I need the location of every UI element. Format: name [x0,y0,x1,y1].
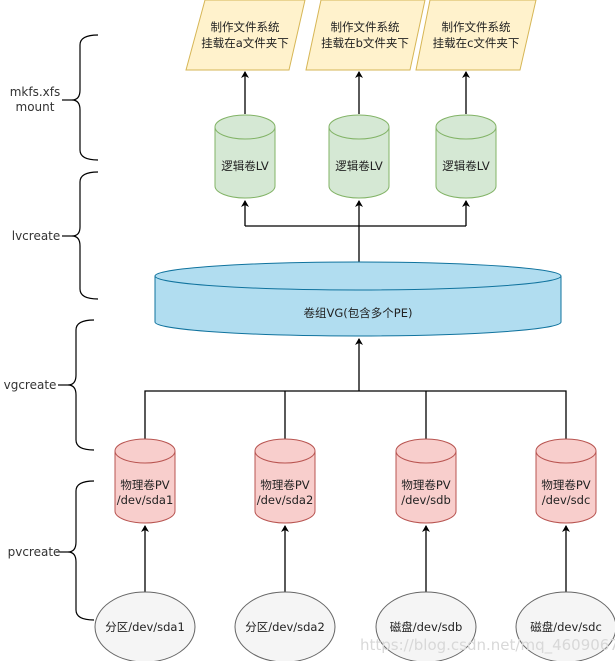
logical-volume-3: 逻辑卷LV [435,114,497,199]
filesystem-label: 挂载在a文件夹下 [201,36,289,50]
stage-label-mkfs: mkfs.xfs [10,85,61,99]
filesystem-c: 制作文件系统 挂载在c文件夹下 [415,0,537,71]
filesystem-b: 制作文件系统 挂载在b文件夹下 [305,0,426,71]
brace [67,480,95,621]
lv-label: 逻辑卷LV [221,159,269,173]
stage-mkfs-mount: mkfs.xfs mount [10,34,99,161]
pv-label: 物理卷PV [541,478,590,492]
vg-label: 卷组VG(包含多个PE) [304,306,413,320]
filesystem-label: 制作文件系统 [331,20,400,34]
logical-volume-2: 逻辑卷LV [328,114,390,199]
source-sdc: 磁盘/dev/sdc [515,591,615,661]
filesystem-a: 制作文件系统 挂载在a文件夹下 [185,0,306,71]
pv-label: /dev/sdb [401,493,451,507]
stage-lvcreate: lvcreate [12,171,99,300]
source-label: 分区/dev/sda1 [105,620,185,634]
filesystem-label: 制作文件系统 [442,20,511,34]
source-label: 分区/dev/sda2 [245,620,325,634]
lv-label: 逻辑卷LV [442,159,490,173]
pv-label: /dev/sda2 [257,493,314,507]
physical-volume-3: 物理卷PV /dev/sdb [395,438,457,524]
source-label: 磁盘/dev/sdc [530,620,602,634]
pv-label: /dev/sdc [542,493,591,507]
brace [71,34,99,161]
physical-volume-2: 物理卷PV /dev/sda2 [254,438,316,524]
pv-label: 物理卷PV [401,478,450,492]
filesystem-label: 制作文件系统 [211,20,280,34]
pv-label: 物理卷PV [120,478,169,492]
brace [71,171,99,300]
pv-label: 物理卷PV [260,478,309,492]
stage-label-pvcreate: pvcreate [8,545,61,559]
stage-pvcreate: pvcreate [8,480,95,621]
source-label: 磁盘/dev/sdb [390,620,463,634]
physical-volume-1: 物理卷PV /dev/sda1 [114,438,176,524]
pv-label: /dev/sda1 [117,493,174,507]
volume-group: 卷组VG(包含多个PE) [154,261,562,337]
source-sda2: 分区/dev/sda2 [234,591,336,661]
filesystem-label: 挂载在b文件夹下 [321,36,409,50]
watermark: https://blog.csdn.net/mq_46090675 [360,636,615,655]
lv-label: 逻辑卷LV [335,159,383,173]
source-sda1: 分区/dev/sda1 [94,591,196,661]
stage-vgcreate: vgcreate [4,319,95,451]
connector [144,390,567,443]
source-sdb: 磁盘/dev/sdb [375,591,477,661]
brace [67,319,95,451]
stage-label-mount: mount [16,100,55,114]
logical-volume-1: 逻辑卷LV [214,114,276,199]
stage-label-vgcreate: vgcreate [4,378,57,392]
stage-label-lvcreate: lvcreate [12,229,61,243]
physical-volume-4: 物理卷PV /dev/sdc [535,438,597,524]
filesystem-label: 挂载在c文件夹下 [433,36,520,50]
